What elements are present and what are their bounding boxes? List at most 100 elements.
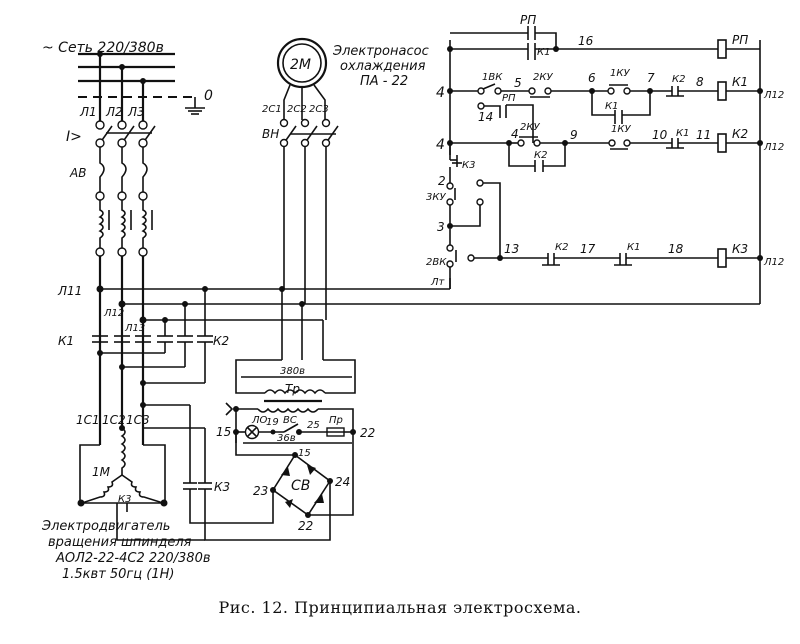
k2-hold-label: К2: [534, 150, 547, 161]
lamp-label: ЛО: [251, 415, 268, 426]
neutral-label: 0: [204, 88, 213, 104]
rectifier-bridge: СВ 15 23 24 22: [253, 448, 350, 533]
motor-title-4: 1.5квт 50гц (1Н): [62, 567, 174, 582]
motor-symbol: 1М: [92, 465, 111, 479]
pump-lead-3: 2С3: [309, 104, 329, 115]
k3-brake-label: К3: [118, 494, 131, 505]
k3-interlock-label: К3: [462, 160, 475, 171]
power-buses: Л11 Л12 Л13: [57, 40, 761, 380]
bus-l13-label: Л13: [124, 323, 145, 334]
node-19: 19: [266, 417, 279, 428]
k2-coil-label: К2: [732, 127, 748, 141]
node-14: 14: [478, 110, 493, 124]
bus-l12-label: Л12: [103, 308, 124, 319]
overcurrent-label: I>: [66, 129, 82, 145]
lamp-circuit: 15 ЛО 19 ВС 25 Пр 22 36в: [216, 409, 375, 516]
node-13: 13: [504, 242, 519, 256]
node-4-c: 4: [511, 127, 519, 141]
motor-lead-3: 1С3: [126, 413, 150, 427]
node-25: 25: [307, 420, 320, 431]
pump-lead-2: 2С2: [287, 104, 307, 115]
k1-coil-label: К1: [732, 75, 748, 89]
k3-coil-icon: [717, 248, 727, 268]
diode-icon: [314, 494, 324, 503]
rp-coil-icon: [717, 39, 727, 59]
node-11: 11: [696, 128, 711, 142]
motor-title-1: Электродвигатель: [41, 519, 170, 534]
node-17: 17: [580, 242, 596, 256]
switch-2ku-b-label: 2КУ: [520, 122, 540, 133]
diode-icon: [281, 467, 290, 476]
switch-2ku-a-label: 2КУ: [533, 72, 553, 83]
k2-coil-icon: [717, 133, 727, 153]
pump-title-1: Электронасос: [332, 44, 429, 59]
k1-interlock-label: К1: [676, 128, 689, 139]
k3-coil-label: К3: [732, 242, 748, 256]
transformer: 380в Тр: [225, 359, 356, 432]
bus-l12-r2: Л12: [763, 142, 784, 153]
fuse-label: Пр: [329, 415, 343, 426]
node-4-a: 4: [436, 85, 445, 101]
control-circuit: 4 4 РП К1 16 РП 1ВК 5 2КУ 6 1: [426, 13, 784, 289]
motor-title-2: вращения шпинделя: [48, 535, 192, 550]
k1-k3-interlock-label: К1: [627, 242, 640, 253]
phase-l1-label: Л1: [79, 105, 97, 119]
rp-aux-label: РП: [502, 93, 516, 104]
main-contactors: К1 К2: [58, 289, 229, 408]
network-label: ~ Сеть 220/380в: [42, 40, 164, 56]
node-9: 9: [570, 128, 578, 142]
node-2: 2: [438, 174, 446, 188]
k2-main-label: К2: [213, 334, 229, 348]
node-22-b: 22: [298, 519, 313, 533]
node-8: 8: [696, 75, 704, 89]
brake-circuit: К3: [116, 404, 331, 541]
pump-symbol: 2М: [290, 57, 311, 73]
switch-1ku-b-label: 1КУ: [611, 124, 631, 135]
node-6: 6: [588, 71, 596, 85]
switch-2vk-label: 2ВК: [426, 257, 447, 268]
network-supply: ~ Сеть 220/380в 0 Л1 Л2 Л3 I>: [42, 40, 213, 145]
node-10: 10: [652, 128, 668, 142]
circuit-breaker-av: АВ: [69, 120, 156, 257]
bus-l12-r1: Л12: [763, 90, 784, 101]
switch-3ku-label: 3КУ: [426, 192, 446, 203]
node-18: 18: [668, 242, 684, 256]
phase-l2-label: Л2: [105, 105, 123, 119]
ground-icon: [225, 402, 234, 416]
motor-title-3: АОЛ2-22-4С2 220/380в: [55, 551, 211, 566]
node-4-b: 4: [436, 137, 445, 153]
diode-icon: [285, 499, 293, 508]
node-5: 5: [514, 76, 522, 90]
node-24: 24: [335, 475, 350, 489]
transformer-primary-label: 380в: [280, 366, 305, 377]
switch-1ku-a-label: 1КУ: [610, 68, 630, 79]
k1-hold-label: К1: [537, 47, 550, 58]
node-7: 7: [647, 71, 655, 85]
rp-coil-label: РП: [732, 33, 748, 47]
pump-switch-label: ВН: [262, 127, 279, 141]
bus-l12-r3: Л12: [763, 257, 784, 268]
node-23: 23: [253, 484, 268, 498]
figure-caption: Рис. 12. Принципиальная электросхема.: [218, 598, 582, 617]
node-22-a: 22: [360, 426, 375, 440]
transformer-secondary-label: 36в: [277, 433, 296, 444]
k1-coil-icon: [717, 81, 727, 101]
bus-lt-label: Лт: [430, 277, 446, 288]
k3-label: К3: [214, 480, 230, 494]
node-15-b: 15: [298, 448, 311, 459]
node-3: 3: [437, 220, 445, 234]
pump-title-3: ПА - 22: [360, 74, 408, 89]
node-16: 16: [578, 34, 594, 48]
rp-contact-label: РП: [520, 13, 536, 27]
motor-lead-1: 1С1: [76, 413, 100, 427]
motor-lead-2: 1С2: [102, 413, 126, 427]
spindle-motor: 1С1 1С2 1С3 1М К3 Электродвигатель враще…: [41, 380, 211, 582]
k2-interlock-label: К2: [672, 74, 685, 85]
k1-main-label: К1: [58, 334, 74, 348]
transformer-name: Тр: [285, 382, 300, 396]
bus-l11-label: Л11: [57, 284, 82, 298]
breaker-label: АВ: [69, 166, 86, 180]
k1-aux-label: К1: [605, 101, 618, 112]
diode-icon: [307, 465, 316, 475]
